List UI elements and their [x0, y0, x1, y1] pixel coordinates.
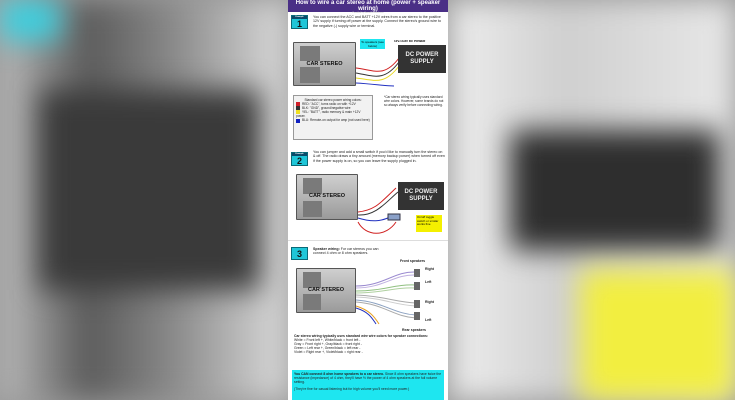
- infographic-title: How to wire a car stereo at home (power …: [288, 0, 448, 14]
- power-wires: [355, 57, 400, 87]
- speaker-color-list: Car stereo wiring typically uses standar…: [294, 334, 444, 354]
- wire-color-key: Standard car stereo power wiring colors:…: [293, 95, 373, 140]
- color-line: Green = Left rear +, Green/black = left …: [294, 346, 361, 351]
- blurred-background-dark-right: [510, 130, 720, 250]
- key-title: Standard car stereo power wiring colors:: [304, 98, 362, 102]
- key-item: BLU: Remote-on output for amp (not used …: [296, 118, 370, 123]
- rear-speakers-label: Rear speakers: [402, 328, 426, 332]
- dc-power-supply: DC POWER SUPPLY: [398, 182, 444, 210]
- blurred-background-yellow: [580, 270, 735, 400]
- speaker-label-rear-right: Right: [425, 300, 434, 304]
- switch-note: On/off toggle switch or similar works fi…: [416, 215, 442, 232]
- badge-label: Example: [292, 16, 307, 19]
- tip-text-2: (They're fine for casual listening but f…: [294, 387, 410, 392]
- front-speakers-label: Front speakers: [400, 259, 426, 263]
- speakers-callout: To speakers (see below): [360, 39, 385, 49]
- example-3-text: Speaker wiring: For car stereos you can …: [313, 247, 379, 256]
- stereo-label: CAR STEREO: [306, 60, 343, 67]
- speaker-wires: [355, 269, 420, 325]
- title-text: How to wire a car stereo at home (power …: [295, 0, 441, 12]
- car-stereo-image: CAR STEREO: [296, 268, 356, 313]
- example-2-text: You can jumper and add a small switch if…: [313, 150, 445, 163]
- color-line: Gray = Front right +, Gray/black = front…: [294, 342, 362, 347]
- badge-label: Example: [292, 153, 307, 156]
- blurred-background-cyan: [0, 0, 60, 40]
- blurred-background-dark-left: [40, 90, 260, 290]
- colors-intro: Car stereo wiring typically uses standar…: [294, 334, 428, 338]
- key-item: YEL: "BATT", radio memory & main +12V po…: [296, 110, 361, 119]
- credit-text: Provided by SoundCertified.com: [352, 12, 384, 14]
- key-item: RED: "ACC", turns radio on with +12V: [296, 102, 370, 107]
- wiring-infographic: How to wire a car stereo at home (power …: [288, 0, 448, 400]
- wire-color-note: *Car stereo wiring typically uses standa…: [384, 95, 444, 107]
- stereo-label: CAR STEREO: [308, 193, 346, 200]
- example-3-badge: 3: [291, 247, 308, 260]
- tip-box: You CAN connect 8 ohm home speakers to a…: [292, 370, 444, 400]
- example-1-text: You can connect the ACC and BATT +12V wi…: [313, 15, 442, 28]
- color-line: Violet = Right rear +, Violet/black = ri…: [294, 350, 363, 355]
- tip-bold: You CAN connect 8 ohm home speakers to a…: [294, 372, 385, 376]
- car-stereo-image: CAR STEREO: [293, 42, 356, 86]
- stereo-label: CAR STEREO: [307, 287, 345, 294]
- badge-number: 3: [296, 249, 302, 259]
- color-line: White = Front left +, White/black = fron…: [294, 338, 361, 343]
- badge-number: 1: [296, 19, 302, 29]
- tip-text: Since 8 ohm speakers have twice the resi…: [294, 372, 442, 385]
- switch-wires: [357, 187, 401, 234]
- speaker-label-rear-left: Left: [425, 318, 432, 322]
- supply-caption: 12V-13.8V DC POWER: [394, 39, 426, 43]
- key-item: BLK: "GND", ground/negative wire: [296, 106, 370, 111]
- speaker-label-front-left: Left: [425, 280, 432, 284]
- speaker-label-front-right: Right: [425, 267, 434, 271]
- divider: [288, 240, 448, 241]
- dc-power-supply: DC POWER SUPPLY: [398, 45, 446, 73]
- badge-number: 2: [296, 156, 302, 166]
- car-stereo-image: CAR STEREO: [296, 174, 358, 220]
